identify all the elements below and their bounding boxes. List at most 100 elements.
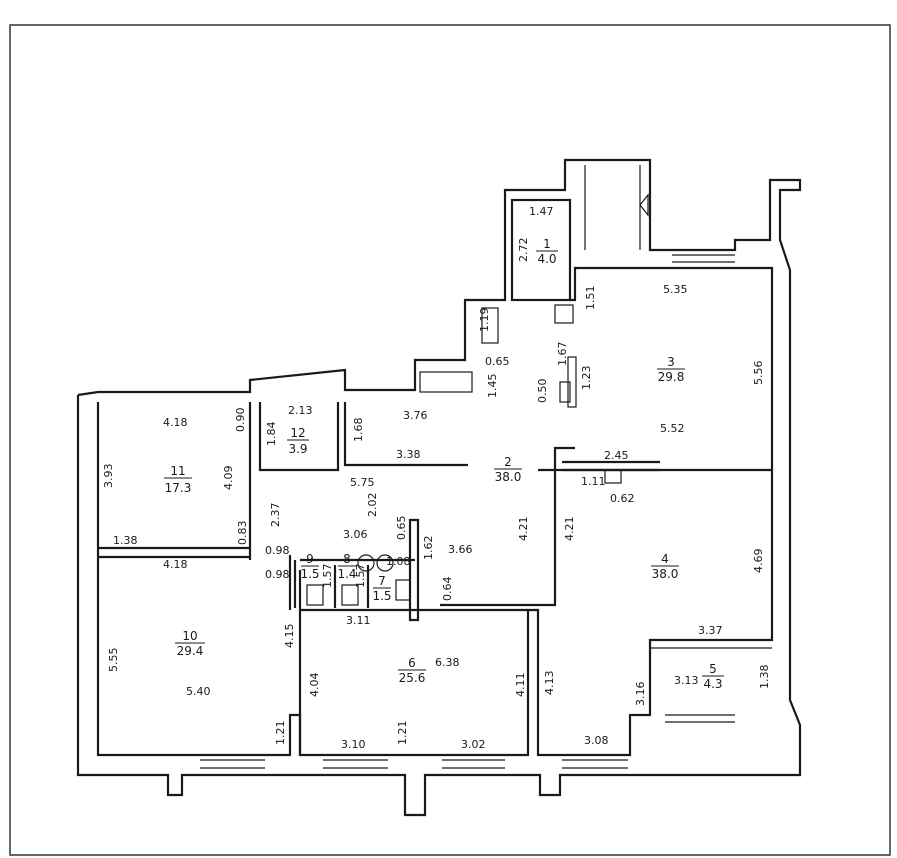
room-labels: 14.0 238.0 329.8 438.0 54.3 625.6 71.5 8… <box>164 237 724 691</box>
svg-text:4.3: 4.3 <box>703 677 722 691</box>
dimension-label: 4.18 <box>163 558 188 571</box>
svg-text:1.5: 1.5 <box>300 567 319 581</box>
dimension-label: 4.13 <box>543 671 556 696</box>
dimension-label: 1.57 <box>354 564 367 589</box>
dimension-label: 1.45 <box>486 374 499 399</box>
dimension-label: 1.84 <box>265 422 278 447</box>
svg-text:29.4: 29.4 <box>177 644 204 658</box>
dimension-label: 3.02 <box>461 738 486 751</box>
dimension-label: 0.65 <box>395 516 408 541</box>
dimension-label: 1.21 <box>396 721 409 746</box>
room-7: 71.5 <box>372 574 391 603</box>
dimension-label: 1.68 <box>352 418 365 443</box>
room-1: 14.0 <box>536 237 558 266</box>
room-9: 91.5 <box>300 552 319 581</box>
dimension-label: 3.11 <box>346 614 371 627</box>
dimension-label: 1.57 <box>321 564 334 589</box>
svg-text:7: 7 <box>378 574 386 588</box>
dimensions: 1.47 2.72 5.35 1.51 1.19 0.65 1.45 1.67 … <box>102 205 771 751</box>
dimension-label: 4.09 <box>222 466 235 491</box>
dimension-label: 0.83 <box>236 521 249 546</box>
room-11: 11 17.3 <box>164 464 192 495</box>
dimension-label: 1.47 <box>529 205 554 218</box>
svg-text:25.6: 25.6 <box>399 671 426 685</box>
dimension-label: 2.02 <box>366 493 379 518</box>
svg-text:8: 8 <box>343 552 351 566</box>
dimension-label: 3.76 <box>403 409 428 422</box>
dimension-label: 4.69 <box>752 549 765 574</box>
svg-text:38.0: 38.0 <box>652 567 679 581</box>
dimension-label: 3.16 <box>634 682 647 707</box>
dimension-label: 1.62 <box>422 536 435 561</box>
sink-icon <box>376 554 394 572</box>
dimension-label: 1.38 <box>758 665 771 690</box>
room-6: 625.6 <box>398 656 426 685</box>
page-border <box>9 24 891 856</box>
dimension-label: 1.21 <box>274 721 287 746</box>
dimension-label: 1.08 <box>386 555 411 568</box>
dimension-label: 1.19 <box>478 308 491 333</box>
svg-text:12: 12 <box>290 426 305 440</box>
dimension-label: 3.10 <box>341 738 366 751</box>
dimension-label: 5.56 <box>752 361 765 386</box>
dimension-label: 2.45 <box>604 449 629 462</box>
svg-text:10: 10 <box>182 629 197 643</box>
room-3: 329.8 <box>657 355 685 384</box>
svg-text:11: 11 <box>170 464 185 478</box>
dimension-label: 4.04 <box>308 673 321 698</box>
dimension-label: 0.62 <box>610 492 635 505</box>
svg-text:1: 1 <box>543 237 551 251</box>
dimension-label: 3.66 <box>448 543 473 556</box>
room-8: 81.4 <box>337 552 356 581</box>
svg-text:29.8: 29.8 <box>658 370 685 384</box>
dimension-label: 0.90 <box>234 408 247 433</box>
svg-text:4: 4 <box>661 552 669 566</box>
dimension-label: 1.51 <box>584 286 597 311</box>
dimension-label: 4.21 <box>517 517 530 542</box>
dimension-label: 1.67 <box>556 342 569 367</box>
svg-text:38.0: 38.0 <box>495 470 522 484</box>
dimension-label: 5.40 <box>186 685 211 698</box>
room-5: 54.3 <box>702 662 724 691</box>
toilet-icon <box>395 579 411 601</box>
toilet-icon <box>341 584 359 606</box>
svg-text:3: 3 <box>667 355 675 369</box>
room-2: 238.0 <box>494 455 522 484</box>
dimension-label: 3.38 <box>396 448 421 461</box>
dimension-label: 4.11 <box>514 673 527 698</box>
dimension-label: 4.18 <box>163 416 188 429</box>
sink-icon <box>357 554 375 572</box>
svg-text:1.5: 1.5 <box>372 589 391 603</box>
dimension-label: 0.98 <box>265 568 290 581</box>
svg-text:17.3: 17.3 <box>165 481 192 495</box>
dimension-label: 4.15 <box>283 624 296 649</box>
dimension-label: 1.11 <box>581 475 606 488</box>
dimension-label: 0.98 <box>265 544 290 557</box>
dimension-label: 1.38 <box>113 534 138 547</box>
dimension-label: 5.52 <box>660 422 685 435</box>
svg-text:5: 5 <box>709 662 717 676</box>
svg-text:6: 6 <box>408 656 416 670</box>
dimension-label: 2.13 <box>288 404 313 417</box>
dimension-label: 3.93 <box>102 464 115 489</box>
room-12: 123.9 <box>287 426 309 456</box>
dimension-label: 3.08 <box>584 734 609 747</box>
dimension-label: 5.75 <box>350 476 375 489</box>
dimension-label: 4.21 <box>563 517 576 542</box>
dimension-label: 0.65 <box>485 355 510 368</box>
svg-text:2: 2 <box>504 455 512 469</box>
dimension-label: 5.35 <box>663 283 688 296</box>
dimension-label: 6.38 <box>435 656 460 669</box>
dimension-label: 3.13 <box>674 674 699 687</box>
toilet-icon <box>306 584 324 606</box>
dimension-label: 5.55 <box>107 648 120 673</box>
svg-text:9: 9 <box>306 552 314 566</box>
dimension-label: 3.37 <box>698 624 723 637</box>
dimension-label: 0.64 <box>441 577 454 602</box>
svg-text:4.0: 4.0 <box>537 252 556 266</box>
room-4: 438.0 <box>651 552 679 581</box>
dimension-label: 2.37 <box>269 503 282 528</box>
walls <box>76 158 802 817</box>
